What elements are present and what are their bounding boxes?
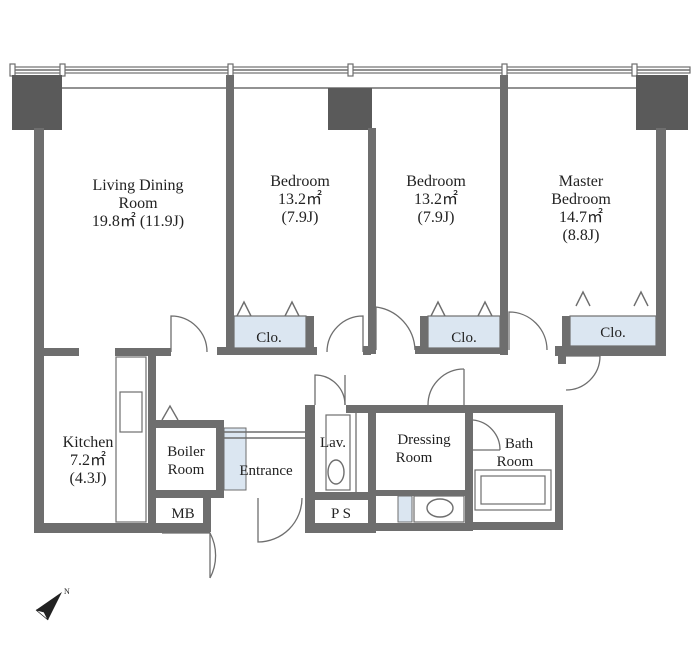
dressing-room-label: Dressing Room xyxy=(396,432,452,466)
closets xyxy=(161,290,657,421)
dressing-room-name-line1: Dressing xyxy=(397,432,451,448)
boiler-room-name-line1: Boiler xyxy=(167,444,205,460)
living-dining-name-line2: Room xyxy=(118,195,158,212)
wet-area-walls xyxy=(305,405,563,533)
living-dining-area: 19.8㎡ (11.9J) xyxy=(92,212,184,230)
bedroom-1-label: Bedroom 13.2㎡ (7.9J) xyxy=(270,173,330,226)
living-dining-name-line1: Living Dining xyxy=(92,177,183,194)
dressing-room-name-line2: Room xyxy=(396,450,433,466)
exterior-walls xyxy=(34,128,666,533)
master-bedroom-name-line1: Master xyxy=(559,173,604,190)
service-walls xyxy=(148,420,305,533)
master-bedroom-area: 14.7㎡ xyxy=(559,208,603,226)
boiler-room-label: Boiler Room xyxy=(167,444,205,478)
kitchen-area: 7.2㎡ xyxy=(70,451,106,469)
bedroom-2-name: Bedroom xyxy=(406,173,466,190)
north-arrow-icon: N xyxy=(35,587,70,621)
kitchen-label: Kitchen 7.2㎡ (4.3J) xyxy=(63,434,114,487)
master-bedroom-jo: (8.8J) xyxy=(563,227,600,244)
partition-walls xyxy=(217,75,508,355)
bedroom-2-jo: (7.9J) xyxy=(418,209,455,226)
master-bedroom-label: Master Bedroom 14.7㎡ (8.8J) xyxy=(551,173,611,244)
north-letter: N xyxy=(64,587,70,596)
bedroom-2-area: 13.2㎡ xyxy=(414,190,458,208)
entrance-label: Entrance xyxy=(239,463,293,479)
pillar-middle xyxy=(328,88,372,130)
bedroom-1-name: Bedroom xyxy=(270,173,330,190)
kitchen-name: Kitchen xyxy=(63,434,114,451)
mb-label: MB xyxy=(171,506,194,522)
bath-room-label: Bath Room xyxy=(497,436,534,470)
door-swings xyxy=(162,306,601,579)
bedroom-1-jo: (7.9J) xyxy=(282,209,319,226)
ps-label: P S xyxy=(331,506,351,522)
balcony-rail xyxy=(9,63,691,77)
bath-room-name-line1: Bath xyxy=(505,436,534,452)
closet-label-2: Clo. xyxy=(451,330,476,346)
bedroom-1-area: 13.2㎡ xyxy=(278,190,322,208)
pillar-left xyxy=(12,75,62,130)
lav-label: Lav. xyxy=(320,435,346,451)
boiler-room-name-line2: Room xyxy=(168,462,205,478)
bath-room-name-line2: Room xyxy=(497,454,534,470)
kitchen-jo: (4.3J) xyxy=(70,470,107,487)
living-dining-label: Living Dining Room 19.8㎡ (11.9J) xyxy=(92,177,184,230)
master-bedroom-name-line2: Bedroom xyxy=(551,191,611,208)
bedroom-2-label: Bedroom 13.2㎡ (7.9J) xyxy=(406,173,466,226)
kitchen-walls xyxy=(34,348,171,523)
closet-label-1: Clo. xyxy=(256,330,281,346)
pillar-right xyxy=(636,75,688,130)
closet-label-3: Clo. xyxy=(600,325,625,341)
